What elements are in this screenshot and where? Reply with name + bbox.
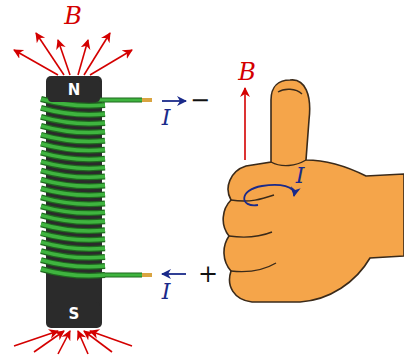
- terminal-sign: −: [190, 88, 210, 112]
- b-arrow: [244, 88, 246, 160]
- terminal-sign: +: [198, 262, 218, 286]
- coil-windings: [41, 99, 105, 276]
- field-symbol: B: [64, 4, 82, 28]
- current-symbol: I: [296, 165, 305, 187]
- pole-letter: S: [69, 307, 80, 322]
- pole-cap: S: [48, 302, 100, 326]
- right-hand: [223, 80, 404, 302]
- field-symbol: B: [238, 60, 256, 84]
- current-symbol: I: [162, 281, 171, 303]
- current-arrows: [162, 101, 186, 274]
- field-lines: [14, 33, 132, 354]
- current-symbol: I: [162, 107, 171, 129]
- pole-letter: N: [68, 83, 81, 98]
- pole-cap: N: [48, 78, 100, 102]
